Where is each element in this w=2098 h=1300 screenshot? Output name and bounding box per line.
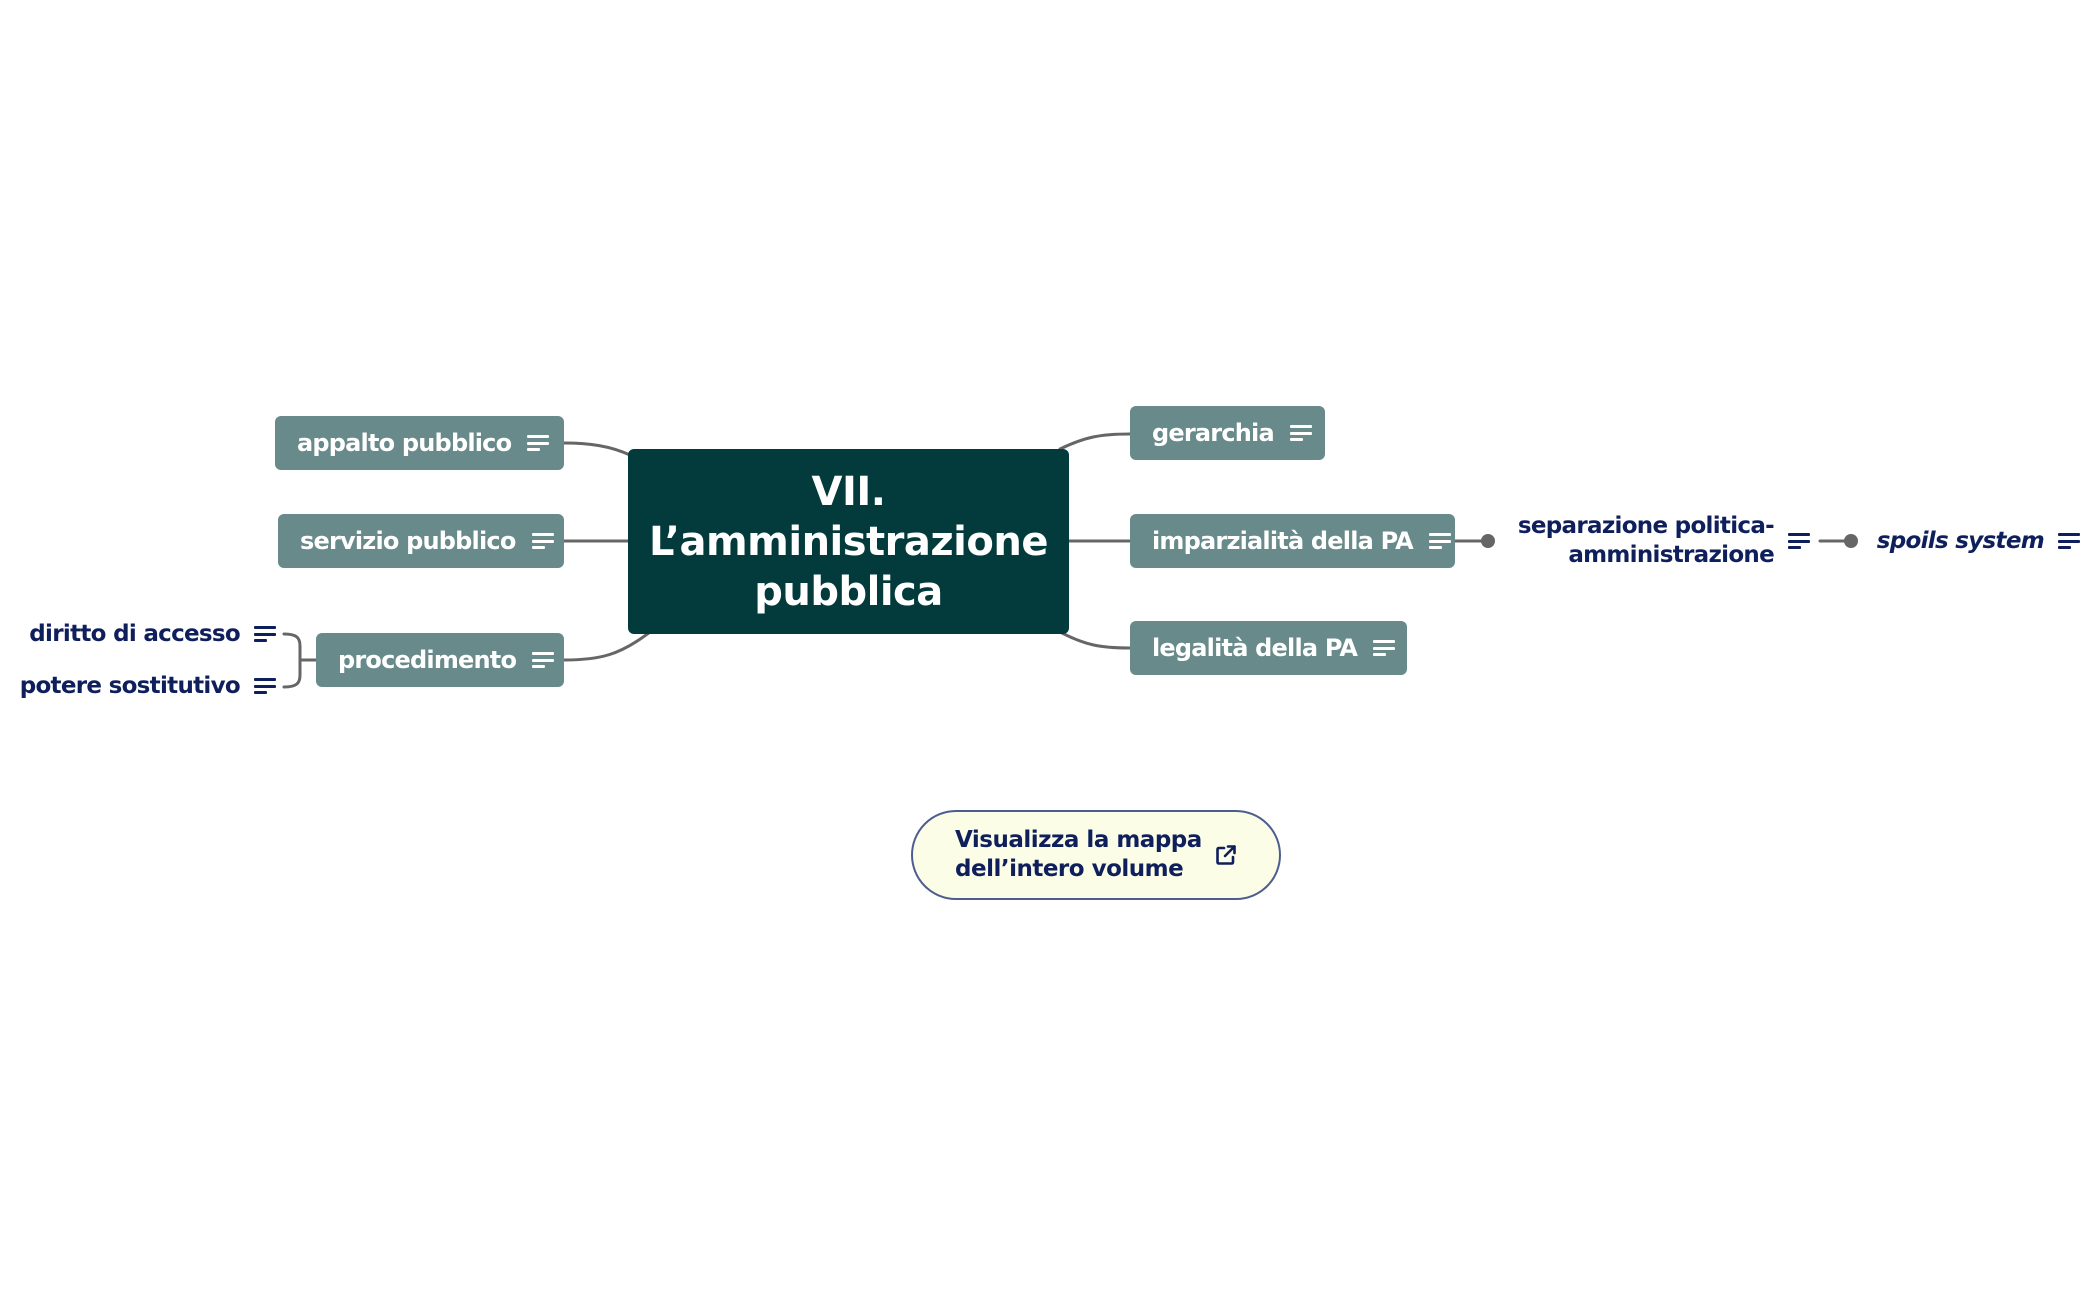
subtopic-label: separazione politica- amministrazione — [1517, 512, 1775, 570]
notes-icon[interactable] — [1428, 532, 1451, 550]
subtopic-separazione-politica-amministrazione[interactable]: separazione politica- amministrazione — [1500, 510, 1810, 572]
connector-appalto — [562, 441, 632, 457]
bracket-procedimento — [282, 632, 302, 689]
central-topic-title: VII. L’amministrazione pubblica — [649, 467, 1048, 617]
topic-label: servizio pubblico — [300, 527, 516, 555]
subtopic-label: diritto di accesso — [29, 621, 240, 647]
notes-icon[interactable] — [1788, 532, 1810, 550]
central-title-line1: VII. — [811, 468, 886, 515]
connector-procedimento — [562, 630, 652, 662]
subtopic-diritto-di-accesso[interactable]: diritto di accesso — [20, 614, 276, 654]
volume-button-line1: Visualizza la mappa — [955, 827, 1202, 853]
subtopic-label: spoils system — [1876, 528, 2045, 554]
notes-icon[interactable] — [531, 532, 554, 550]
topic-imparzialita-della-pa[interactable]: imparzialità della PA — [1130, 514, 1455, 568]
topic-appalto-pubblico[interactable]: appalto pubblico — [275, 416, 564, 470]
subtopic-potere-sostitutivo[interactable]: potere sostitutivo — [20, 666, 276, 706]
volume-button-line2: dell’intero volume — [955, 856, 1184, 882]
topic-label: legalità della PA — [1152, 634, 1358, 662]
subtopic-label: potere sostitutivo — [19, 673, 241, 699]
connector-legalita — [1058, 630, 1132, 650]
central-title-line3: pubblica — [754, 568, 943, 615]
topic-label: gerarchia — [1152, 419, 1275, 447]
topic-label: imparzialità della PA — [1152, 527, 1414, 555]
volume-button-label: Visualizza la mappa dell’intero volume — [955, 826, 1202, 884]
topic-label: procedimento — [338, 646, 517, 674]
central-topic[interactable]: VII. L’amministrazione pubblica — [628, 449, 1069, 634]
connector-gerarchia — [1058, 432, 1132, 451]
notes-icon[interactable] — [1289, 424, 1312, 442]
notes-icon[interactable] — [254, 625, 276, 643]
external-link-icon — [1216, 845, 1236, 865]
notes-icon[interactable] — [254, 677, 276, 695]
topic-legalita-della-pa[interactable]: legalità della PA — [1130, 621, 1407, 675]
connector-dot-separazione — [1481, 534, 1495, 548]
subtopic-label-line2: amministrazione — [1568, 542, 1774, 568]
topic-gerarchia[interactable]: gerarchia — [1130, 406, 1325, 460]
notes-icon[interactable] — [1373, 639, 1396, 657]
subtopic-spoils-system[interactable]: spoils system — [1870, 521, 2080, 561]
notes-icon[interactable] — [2058, 532, 2080, 550]
notes-icon[interactable] — [532, 651, 555, 669]
topic-servizio-pubblico[interactable]: servizio pubblico — [278, 514, 564, 568]
topic-procedimento[interactable]: procedimento — [316, 633, 564, 687]
central-title-line2: L’amministrazione — [649, 518, 1048, 565]
notes-icon[interactable] — [527, 434, 550, 452]
view-full-volume-map-button[interactable]: Visualizza la mappa dell’intero volume — [911, 810, 1281, 900]
connector-dot-spoils — [1844, 534, 1858, 548]
topic-label: appalto pubblico — [297, 429, 512, 457]
subtopic-label-line1: separazione politica- — [1517, 513, 1775, 539]
